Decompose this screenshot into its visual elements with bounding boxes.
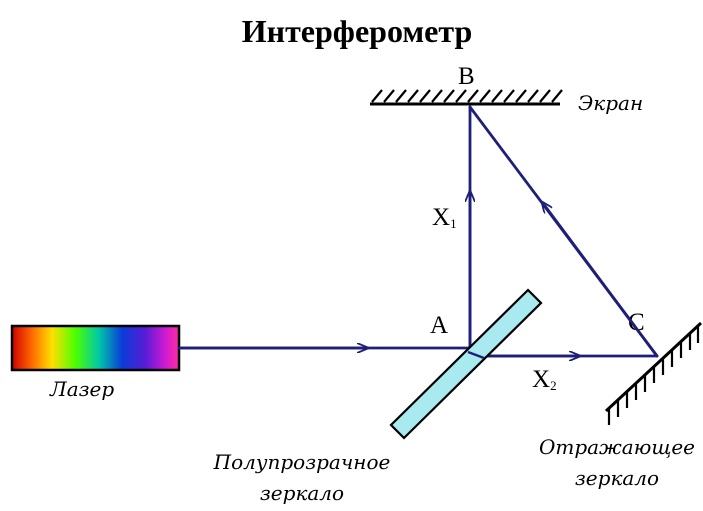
beam-c-to-b-arrow: [545, 206, 659, 358]
half-transparent-mirror: [389, 288, 543, 440]
beam-x2-label: X2: [532, 366, 557, 393]
reflecting-mirror-caption-line2: зеркало: [575, 466, 659, 490]
point-b-label: B: [458, 63, 475, 90]
reflecting-mirror-caption-line1: Отражающее: [539, 435, 695, 459]
laser-label: Лазер: [49, 377, 114, 401]
point-a-label: A: [430, 312, 448, 339]
reflecting-mirror: [604, 321, 703, 425]
beam-x1-label: X1: [432, 204, 457, 231]
half-mirror-caption-line2: зеркало: [260, 481, 344, 505]
screen-label: Экран: [578, 91, 643, 115]
point-c-label: C: [628, 309, 645, 336]
diagram-title: Интерферометр: [242, 13, 472, 49]
half-mirror-caption-line1: Полупрозрачное: [213, 450, 391, 474]
screen: [370, 89, 563, 106]
laser-source: [10, 324, 181, 372]
